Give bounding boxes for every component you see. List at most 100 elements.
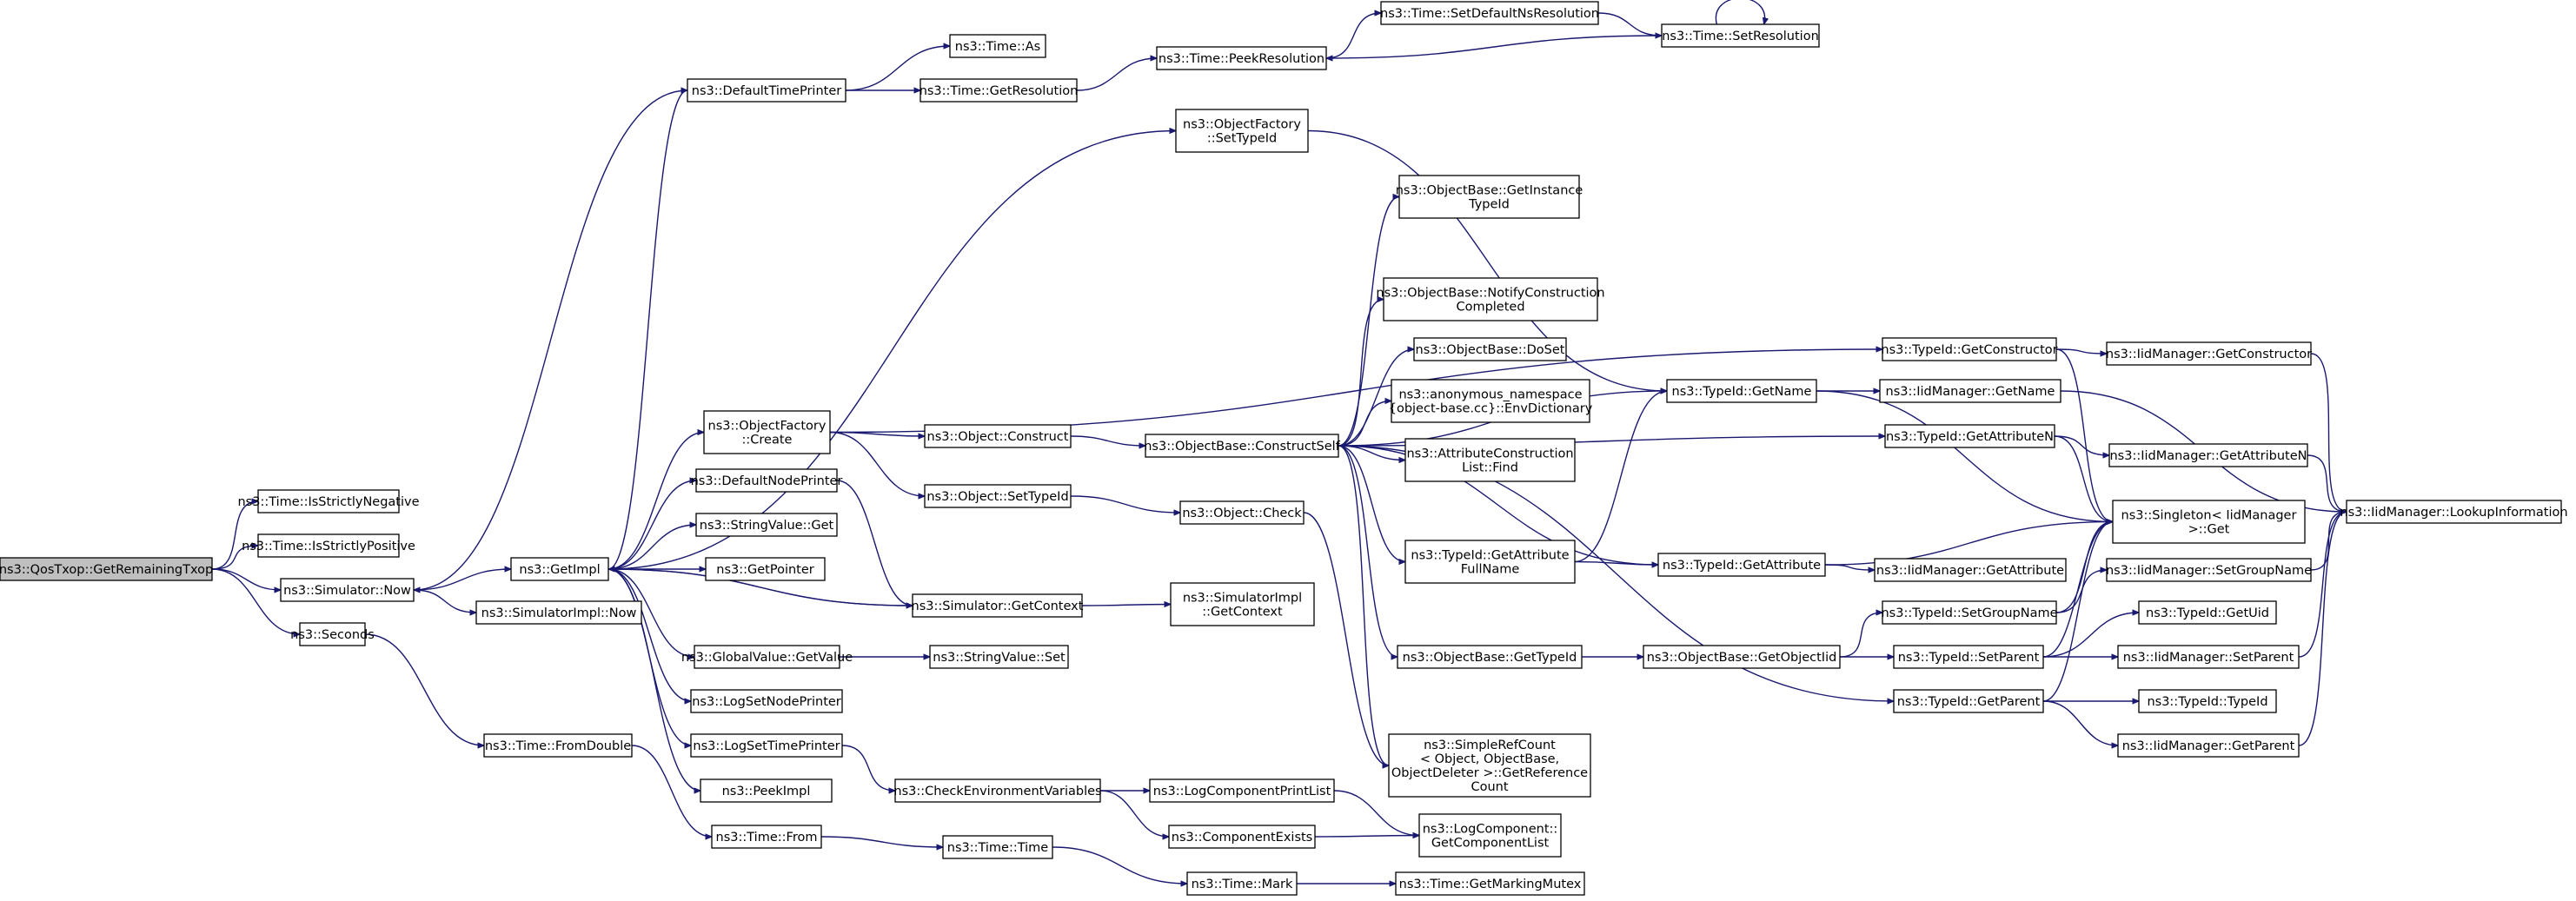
node-label: ns3::Time::FromDouble <box>485 739 631 753</box>
function-node[interactable]: ns3::IidManager::GetParent <box>2117 733 2300 758</box>
function-node[interactable]: ns3::TypeId::GetConstructor <box>1881 337 2058 361</box>
function-node[interactable]: ns3::TypeId::GetAttributeN <box>1884 424 2055 448</box>
function-node[interactable]: ns3::ObjectFactory::Create <box>703 410 831 454</box>
call-edge <box>2054 435 2109 455</box>
function-node[interactable]: ns3::GetImpl <box>510 557 609 581</box>
node-box <box>2108 443 2308 467</box>
function-node[interactable]: ns3::Time::IsStrictlyPositive <box>242 533 415 558</box>
function-node[interactable]: ns3::Object::SetTypeId <box>924 484 1072 508</box>
function-node[interactable]: ns3::IidManager::LookupInformation <box>2340 500 2568 524</box>
function-node[interactable]: ns3::Seconds <box>290 622 375 646</box>
node-box <box>0 557 213 581</box>
function-node[interactable]: ns3::Time::Time <box>942 835 1053 859</box>
node-label: ns3::TypeId::GetAttribute <box>1411 549 1569 563</box>
function-node[interactable]: ns3::Simulator::Now <box>280 578 415 602</box>
function-node[interactable]: ns3::ObjectBase::DoSet <box>1413 337 1567 361</box>
function-node[interactable]: ns3::Time::GetResolution <box>920 78 1079 103</box>
node-box <box>1380 1 1599 25</box>
function-node[interactable]: ns3::ObjectBase::GetTypeId <box>1397 645 1583 669</box>
node-box <box>1643 645 1841 669</box>
function-node[interactable]: ns3::ObjectBase::GetObjectIid <box>1643 645 1841 669</box>
function-node[interactable]: ns3::StringValue::Set <box>929 645 1069 669</box>
node-label: ns3::TypeId::GetName <box>1672 385 1812 399</box>
node-label: ns3::Time::Time <box>947 841 1049 855</box>
call-edge <box>1338 445 1405 562</box>
function-node[interactable]: ns3::PeekImpl <box>700 778 833 803</box>
function-node[interactable]: ns3::TypeId::GetParent <box>1893 689 2044 713</box>
call-edge <box>1597 12 1662 36</box>
node-label: ns3::PeekImpl <box>722 785 811 798</box>
function-node[interactable]: ns3::Time::PeekResolution <box>1156 46 1327 70</box>
function-node[interactable]: ns3::Object::Check <box>1179 500 1305 525</box>
node-label: ns3::GetImpl <box>519 563 600 577</box>
function-node[interactable]: ns3::TypeId::GetUid <box>2138 600 2277 625</box>
function-node[interactable]: ns3::Simulator::GetContext <box>912 593 1084 618</box>
function-node[interactable]: ns3::Time::FromDouble <box>483 733 633 758</box>
function-node[interactable]: ns3::IidManager::SetGroupName <box>2106 558 2312 582</box>
node-label: ns3::Singleton< IidManager <box>2121 509 2297 523</box>
function-node[interactable]: ns3::IidManager::GetConstructor <box>2106 341 2312 366</box>
function-node[interactable]: ns3::LogComponentPrintList <box>1149 778 1335 803</box>
function-node[interactable]: ns3::Time::SetDefaultNsResolution <box>1380 1 1599 25</box>
function-node[interactable]: ns3::DefaultTimePrinter <box>687 78 846 103</box>
function-node[interactable]: ns3::Singleton< IidManager >::Get <box>2112 500 2306 544</box>
node-box <box>924 424 1072 448</box>
call-edge <box>1303 512 1389 765</box>
function-node[interactable]: ns3::IidManager::SetParent <box>2117 645 2300 669</box>
function-node[interactable]: ns3::Time::Mark <box>1186 871 1298 896</box>
node-box <box>1884 424 2055 448</box>
function-node[interactable]: ns3::Time::IsStrictlyNegative <box>237 489 420 513</box>
node-label: TypeId <box>1468 198 1510 212</box>
function-node[interactable]: ns3::ObjectBase::ConstructSelf <box>1144 434 1341 458</box>
node-label: ns3::ObjectFactory <box>708 420 827 434</box>
call-edge <box>2042 700 2118 745</box>
function-node[interactable]: ns3::TypeId::SetParent <box>1893 645 2044 669</box>
function-node[interactable]: ns3::GlobalValue::GetValue <box>681 645 853 669</box>
node-box <box>924 484 1072 508</box>
function-node[interactable]: ns3::LogComponent::GetComponentList <box>1418 813 1562 858</box>
node-box <box>703 410 831 454</box>
function-node[interactable]: ns3::TypeId::SetGroupName <box>1881 600 2058 625</box>
function-node[interactable]: ns3::ObjectBase::NotifyConstructionCompl… <box>1376 277 1605 321</box>
function-node[interactable]: ns3::StringValue::Get <box>695 513 838 537</box>
function-node[interactable]: ns3::TypeId::TypeId <box>2138 689 2277 713</box>
call-edge <box>1307 129 1667 392</box>
function-node[interactable]: ns3::ObjectFactory::SetTypeId <box>1175 109 1309 153</box>
function-node[interactable]: ns3::Time::As <box>949 34 1046 58</box>
node-label: Completed <box>1456 301 1524 315</box>
call-edge <box>836 480 913 606</box>
function-node[interactable]: ns3::IidManager::GetAttribute <box>1874 558 2067 582</box>
node-box <box>2138 600 2277 625</box>
node-label: ns3::SimulatorImpl <box>1183 592 1302 606</box>
function-node[interactable]: ns3::IidManager::GetAttributeN <box>2108 443 2308 467</box>
function-node[interactable]: ns3::SimpleRefCount< Object, ObjectBase,… <box>1388 733 1591 798</box>
call-edge <box>1338 349 1414 447</box>
function-node[interactable]: ns3::LogSetTimePrinter <box>690 733 843 758</box>
function-node[interactable]: ns3::TypeId::GetName <box>1666 379 1817 403</box>
function-node[interactable]: ns3::Time::SetResolution <box>1661 23 1820 48</box>
function-node[interactable]: ns3::ComponentExists <box>1168 825 1316 849</box>
node-box <box>929 645 1069 669</box>
function-node[interactable]: ns3::Time::From <box>711 825 822 849</box>
node-box <box>694 645 840 669</box>
function-node[interactable]: ns3::GetPointer <box>705 557 826 581</box>
function-node[interactable]: ns3::SimulatorImpl::Now <box>475 600 642 625</box>
function-node[interactable]: ns3::CheckEnvironmentVariables <box>893 778 1102 803</box>
function-node[interactable]: ns3::anonymous_namespace{object-base.cc}… <box>1389 379 1593 423</box>
root-function-node[interactable]: ns3::QosTxop::GetRemainingTxop <box>0 557 213 581</box>
function-node[interactable]: ns3::Time::GetMarkingMutex <box>1395 871 1585 896</box>
function-node[interactable]: ns3::SimulatorImpl::GetContext <box>1170 582 1315 626</box>
function-node[interactable]: ns3::TypeId::GetAttribute <box>1657 553 1826 577</box>
node-label: ns3::GlobalValue::GetValue <box>681 651 853 665</box>
call-edge <box>829 431 925 497</box>
function-node[interactable]: ns3::DefaultNodePrinter <box>691 468 843 493</box>
node-label: ::GetContext <box>1202 606 1283 619</box>
node-label: ns3::Time::IsStrictlyPositive <box>242 540 415 553</box>
function-node[interactable]: ns3::LogSetNodePrinter <box>690 689 843 713</box>
function-node[interactable]: ns3::IidManager::GetName <box>1879 379 2061 403</box>
function-node[interactable]: ns3::Object::Construct <box>924 424 1072 448</box>
